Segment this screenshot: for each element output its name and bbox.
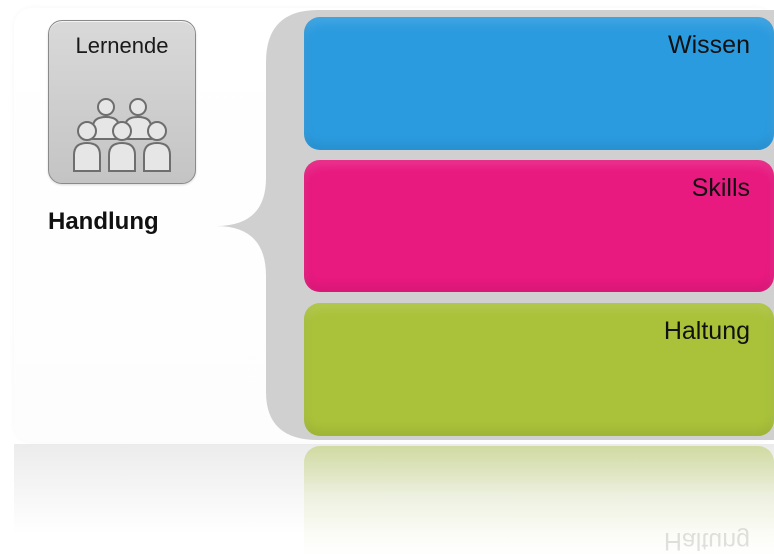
bar-attitude: Haltung (304, 303, 774, 436)
bar-attitude-label: Haltung (663, 317, 750, 345)
reflection-label: Haltung (663, 527, 750, 555)
action-label: Handlung (48, 208, 159, 235)
reflection: Haltung (304, 446, 774, 557)
people-group-icon (73, 98, 171, 172)
learners-card: Lernende (48, 20, 196, 184)
bar-skills: Skills (304, 160, 774, 292)
bar-knowledge: Wissen (304, 17, 774, 150)
reflection-backdrop (14, 444, 774, 557)
bar-skills-label: Skills (691, 174, 750, 202)
learners-card-title: Lernende (75, 33, 169, 58)
bar-knowledge-label: Wissen (668, 31, 750, 59)
